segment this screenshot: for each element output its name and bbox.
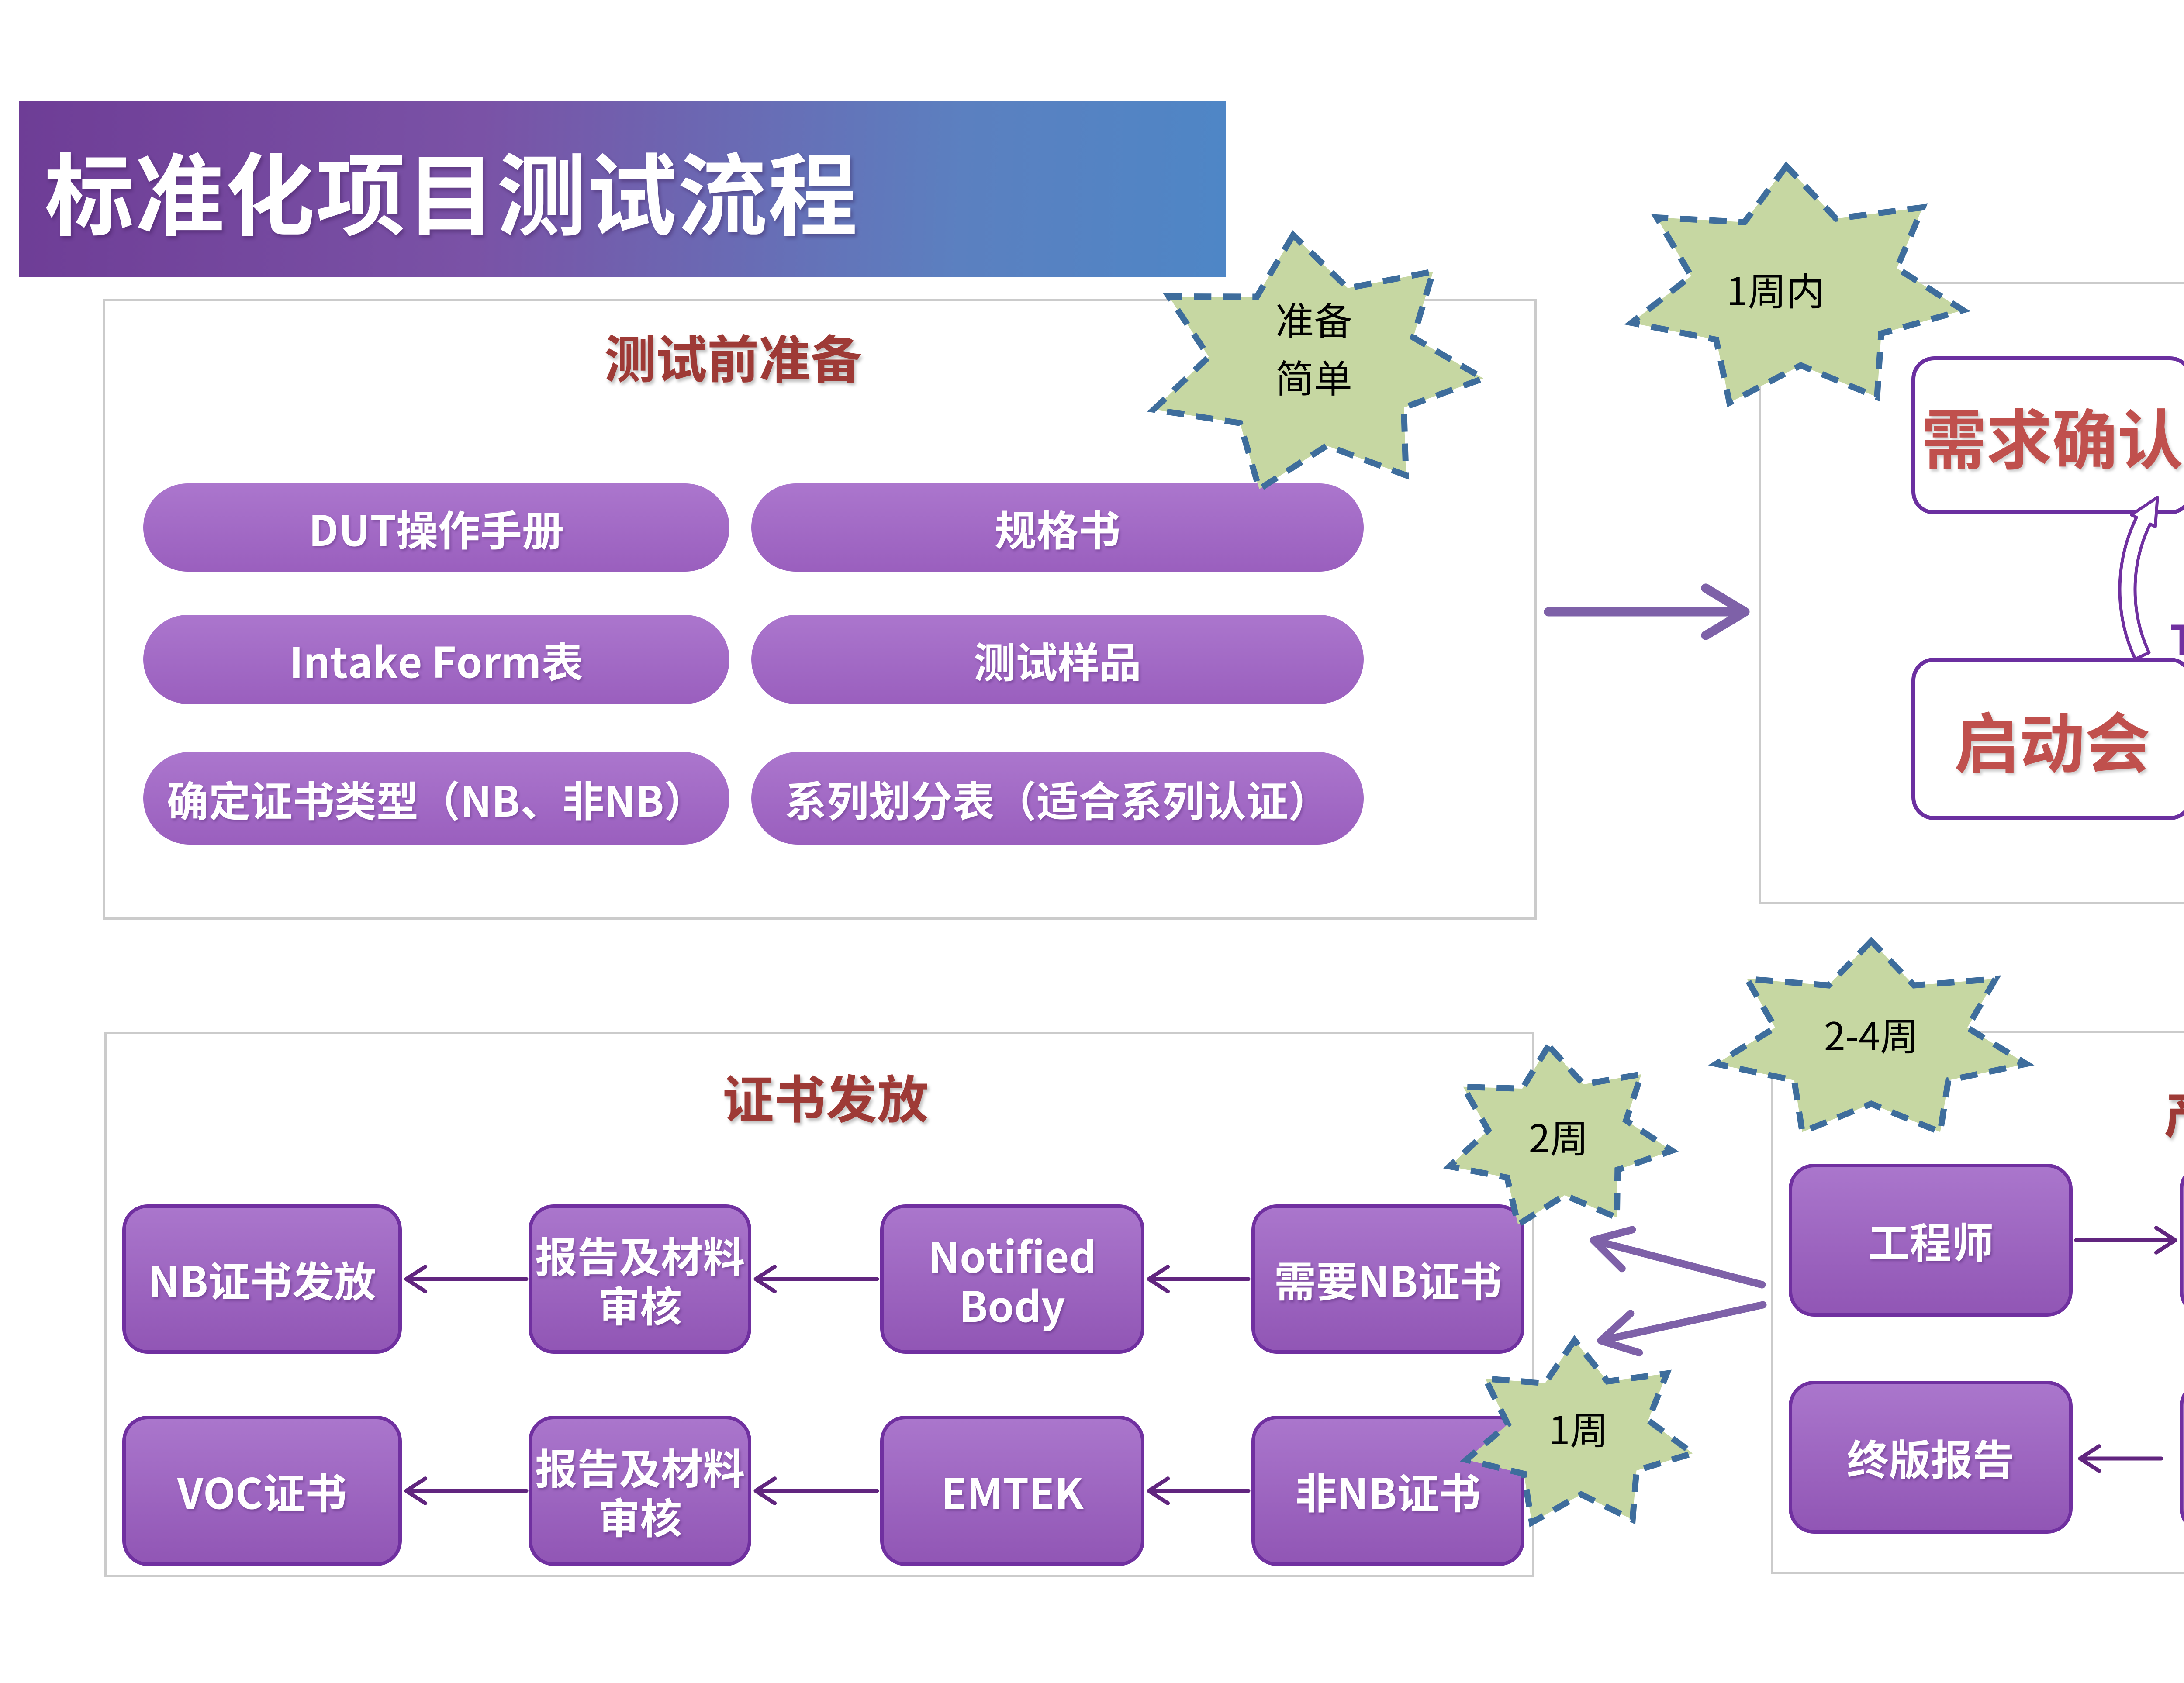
panel-prep-title: 测试前准备 xyxy=(604,318,862,393)
badge-week1-in-text: 1周内 xyxy=(1726,261,1825,317)
safety-node-r1-c1-label: 工程师 xyxy=(1868,1210,1994,1271)
safety-node-r2-c1-label: 终版报告 xyxy=(1847,1427,2015,1488)
prep-pill-1-label: DUT操作手册 xyxy=(308,497,564,558)
cert-node-r1-c3: Notified Body xyxy=(880,1204,1144,1354)
cert-node-r2-c2: 报告及材料审核 xyxy=(529,1416,751,1566)
badge-week1-label: 1周 xyxy=(1448,1397,1710,1459)
cycle-center-line1: EMTEK xyxy=(2088,517,2184,566)
badge-week24-label: 2-4周 xyxy=(1740,1004,2002,1065)
flow-arrow-prep-to-confirm xyxy=(1544,583,1750,640)
cert-node-r1-c4: 需要NB证书 xyxy=(1251,1204,1524,1354)
badge-prep-easy-line1: 准备 xyxy=(1275,291,1352,346)
prep-pill-4-label: 测试样品 xyxy=(974,629,1141,690)
cert-node-r1-c2: 报告及材料审核 xyxy=(529,1204,751,1354)
badge-week1-text: 1周 xyxy=(1548,1400,1609,1455)
cert-node-r1-c3-label: Notified Body xyxy=(928,1224,1096,1334)
flow-arrow-safety-to-cert-lower xyxy=(1597,1301,1767,1357)
cert-node-r2-c1-label: VOC证书 xyxy=(177,1460,347,1521)
safety-node-r1-c1: 工程师 xyxy=(1789,1164,2073,1317)
panel-safety-title: 产品安全测试 xyxy=(2164,1073,2184,1148)
safety-node-r2-c1: 终版报告 xyxy=(1789,1381,2073,1534)
cert-node-r1-c1: NB证书发放 xyxy=(122,1204,402,1354)
cert-node-r2-c2-label: 报告及材料审核 xyxy=(535,1435,745,1546)
cert-node-r1-c2-label: 报告及材料审核 xyxy=(535,1224,745,1334)
badge-week1-in-label: 1周内 xyxy=(1645,259,1907,320)
panel-cert-title: 证书发放 xyxy=(722,1058,929,1133)
prep-pill-5: 确定证书类型（NB、非NB） xyxy=(143,752,729,845)
prep-pill-1: DUT操作手册 xyxy=(143,483,729,572)
cert-node-r2-c4-label: 非NB证书 xyxy=(1295,1460,1481,1521)
confirm-step-3: 启动会 xyxy=(1911,658,2184,820)
cycle-center-line3: Testing Lab xyxy=(2170,608,2184,666)
badge-prep-easy-line2: 简单 xyxy=(1275,348,1352,404)
cert-node-r1-c4-label: 需要NB证书 xyxy=(1274,1248,1502,1310)
cycle-center-line2: Security xyxy=(2088,566,2184,614)
title-banner: 标准化项目测试流程 xyxy=(19,101,1226,277)
cert-node-r2-c1: VOC证书 xyxy=(122,1416,402,1566)
badge-week2-label: 2周 xyxy=(1427,1106,1690,1167)
cycle-center-label: EMTEK Security Testing Lab xyxy=(2088,517,2184,662)
prep-pill-6-label: 系列划分表（适合系列认证） xyxy=(785,768,1330,829)
prep-pill-2-label: 规格书 xyxy=(995,497,1120,558)
prep-pill-2: 规格书 xyxy=(751,483,1364,572)
cert-node-r2-c3: EMTEK xyxy=(880,1416,1144,1566)
prep-pill-6: 系列划分表（适合系列认证） xyxy=(751,752,1364,845)
prep-pill-5-label: 确定证书类型（NB、非NB） xyxy=(166,768,706,829)
badge-week24-text: 2-4周 xyxy=(1824,1006,1919,1062)
badge-prep-easy-label: 准备 简单 xyxy=(1183,290,1445,421)
prep-pill-3: Intake Form表 xyxy=(143,615,729,704)
confirm-step-1: 需求确认 xyxy=(1911,356,2184,514)
confirm-step-3-label: 启动会 xyxy=(1953,691,2150,786)
safety-node-r2-c2: 复测 xyxy=(2180,1381,2184,1534)
flow-arrow-safety-to-cert-upper xyxy=(1590,1226,1766,1289)
page-title: 标准化项目测试流程 xyxy=(45,124,858,254)
prep-pill-3-label: Intake Form表 xyxy=(289,629,584,690)
cert-node-r1-c1-label: NB证书发放 xyxy=(148,1248,376,1310)
safety-node-r1-c2: 初测 xyxy=(2180,1164,2184,1317)
cert-node-r2-c3-label: EMTEK xyxy=(941,1460,1084,1521)
badge-week2-text: 2周 xyxy=(1528,1108,1589,1164)
prep-pill-4: 测试样品 xyxy=(751,615,1364,704)
confirm-step-1-label: 需求确认 xyxy=(1921,388,2183,483)
